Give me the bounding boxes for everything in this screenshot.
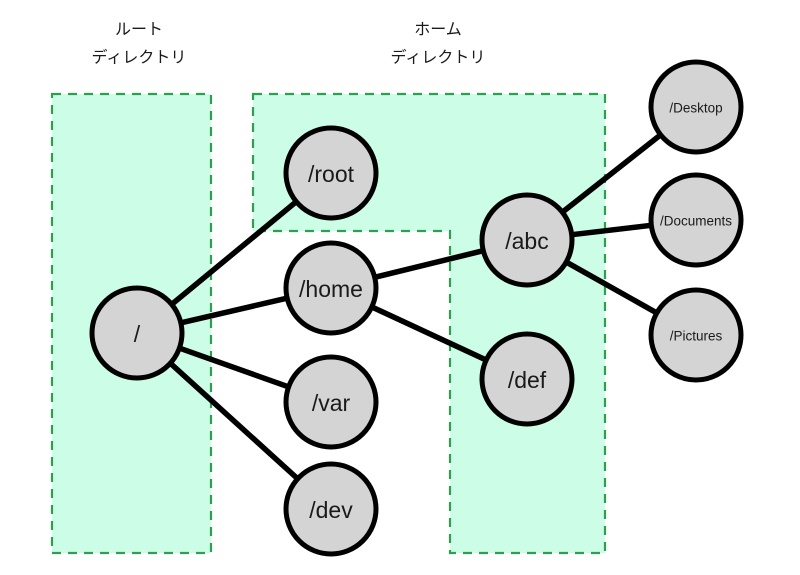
edge-abc-pictures bbox=[563, 258, 660, 317]
node-dev[interactable]: /dev bbox=[283, 461, 379, 557]
edge-abc-desktop bbox=[559, 131, 664, 216]
edge-slash-dev bbox=[166, 359, 302, 483]
node-var-label: /var bbox=[312, 390, 351, 416]
root-directory-region-caption-line2: ディレクトリ bbox=[92, 48, 187, 67]
edges-layer bbox=[166, 131, 664, 483]
node-home[interactable]: /home bbox=[283, 240, 379, 336]
node-abc[interactable]: /abc bbox=[479, 192, 575, 288]
node-dev-circle bbox=[283, 461, 379, 557]
node-root-slash-circle bbox=[89, 285, 185, 381]
home-directory-region-caption-line2: ディレクトリ bbox=[391, 48, 486, 67]
node-def-circle bbox=[479, 331, 575, 427]
node-home-circle bbox=[283, 240, 379, 336]
node-desktop[interactable]: /Desktop bbox=[648, 59, 744, 155]
node-var-circle bbox=[283, 354, 379, 450]
edge-home-abc bbox=[372, 247, 486, 281]
node-documents-label: /Documents bbox=[660, 214, 732, 229]
nodes-layer: / /root/home/var/dev/abc/def/Desktop/Docu… bbox=[89, 59, 744, 557]
edge-home-def bbox=[368, 303, 490, 364]
node-documents[interactable]: /Documents bbox=[648, 172, 744, 268]
node-desktop-label: /Desktop bbox=[669, 101, 722, 116]
node-dev-label: /dev bbox=[309, 497, 353, 523]
node-documents-circle bbox=[648, 172, 744, 268]
node-pictures[interactable]: /Pictures bbox=[648, 287, 744, 383]
node-var[interactable]: /var bbox=[283, 354, 379, 450]
edge-slash-var bbox=[176, 344, 292, 391]
node-home-label: /home bbox=[299, 276, 363, 302]
node-def[interactable]: /def bbox=[479, 331, 575, 427]
edge-slash-home bbox=[178, 295, 290, 326]
node-abc-circle bbox=[479, 192, 575, 288]
node-root-slash[interactable]: / bbox=[89, 285, 185, 381]
node-abc-label: /abc bbox=[505, 228, 548, 254]
node-root-label: /root bbox=[308, 161, 355, 187]
edge-abc-documents bbox=[569, 222, 654, 238]
node-root-slash-label: / bbox=[134, 321, 141, 347]
root-directory-region-caption-line1: ルート bbox=[115, 22, 163, 39]
node-def-label: /def bbox=[508, 367, 547, 393]
edge-slash-root bbox=[168, 198, 300, 308]
node-pictures-circle bbox=[648, 287, 744, 383]
node-pictures-label: /Pictures bbox=[670, 329, 723, 344]
node-root-circle bbox=[283, 125, 379, 221]
node-root[interactable]: /root bbox=[283, 125, 379, 221]
home-directory-region-caption-line1: ホーム bbox=[414, 22, 462, 39]
node-desktop-circle bbox=[648, 59, 744, 155]
